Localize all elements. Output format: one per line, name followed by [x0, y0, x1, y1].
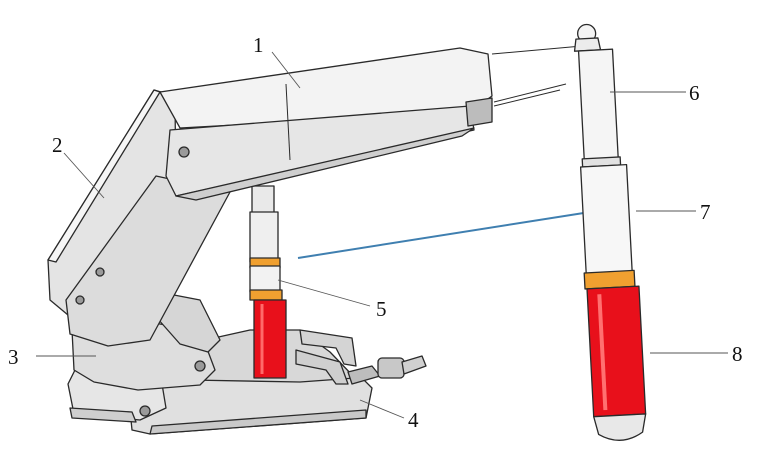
pointer-arrow [297, 206, 598, 259]
bolt-left-2 [75, 295, 85, 305]
cylinder-red-barrel [586, 285, 647, 418]
callout-7: 7 [700, 200, 711, 224]
cylinder-red-highlight [597, 294, 608, 411]
cylinder-stage-middle [249, 211, 279, 263]
cylinder-collar-lower [249, 289, 283, 301]
callout-1: 1 [253, 33, 264, 57]
callout-8: 8 [732, 342, 743, 366]
leader-lines [36, 51, 728, 419]
base-bolt-2 [194, 360, 206, 372]
front-strut-plate [65, 175, 231, 347]
cylinder-cap [573, 37, 602, 52]
canopy-end-block [465, 97, 493, 127]
connector-tip [401, 355, 427, 375]
rod-upper [577, 48, 619, 162]
base-front-face [149, 409, 367, 435]
leader-2 [63, 152, 105, 199]
callout-3: 3 [8, 345, 19, 369]
cylinder-red-body [253, 299, 287, 379]
extension-beam-upper [491, 45, 583, 55]
connector-head [377, 357, 405, 379]
support-assembly [47, 45, 583, 435]
extension-beam-lower [493, 83, 567, 103]
exploded-cylinder [573, 23, 647, 441]
callout-6: 6 [689, 81, 700, 105]
callout-4: 4 [408, 408, 419, 432]
callout-2: 2 [52, 133, 63, 157]
base-hook-lower [295, 349, 349, 385]
canopy-top-face [159, 47, 493, 129]
canopy-pin [178, 146, 190, 158]
leader-5 [277, 279, 371, 307]
leader-1 [271, 51, 301, 89]
rod-middle [579, 163, 633, 276]
callout-5: 5 [376, 297, 387, 321]
cylinder-stage-lower [249, 265, 281, 293]
bolt-left-1 [95, 267, 105, 277]
callout-labels: 1 2 3 4 5 6 7 8 [8, 33, 743, 432]
cylinder-foot [593, 413, 647, 441]
leader-4 [359, 399, 405, 419]
canopy-under-face [175, 127, 475, 201]
base-hook-upper [299, 329, 357, 367]
base-bolt-1 [139, 405, 151, 417]
rear-link-lower [69, 407, 137, 423]
extension-beam-lower-2 [493, 89, 561, 107]
canopy-seam [285, 83, 291, 161]
